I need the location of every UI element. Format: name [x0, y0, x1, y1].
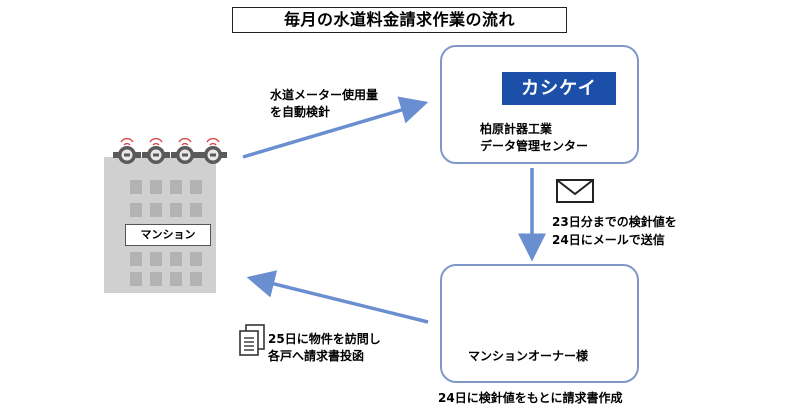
- owner-label: マンションオーナー様: [468, 349, 589, 363]
- email-label-2: 24日にメールで送信: [552, 233, 665, 247]
- center-subtitle: データ管理センター: [480, 139, 589, 153]
- building-label: マンション: [125, 224, 211, 246]
- email-label-1: 23日分までの検針値を: [552, 215, 677, 229]
- water-meter-icon: [113, 138, 227, 164]
- invoice-create-label: 24日に検針値をもとに請求書作成: [438, 391, 623, 405]
- arrow-meter-to-center: [242, 96, 429, 159]
- owner-node: [440, 264, 639, 383]
- deliver-label-1: 25日に物件を訪問し: [268, 332, 381, 346]
- document-icon: [239, 324, 265, 356]
- envelope-icon: [556, 179, 594, 203]
- center-name: 柏原計器工業: [480, 122, 553, 136]
- meter-reading-label-2: を自動検針: [270, 105, 331, 119]
- arrow-owner-to-building: [246, 270, 429, 324]
- meter-reading-label-1: 水道メーター使用量: [270, 88, 379, 102]
- diagram-title: 毎月の水道料金請求作業の流れ: [232, 7, 567, 33]
- deliver-label-2: 各戸へ請求書投函: [268, 349, 365, 363]
- company-logo: カシケイ: [502, 72, 616, 105]
